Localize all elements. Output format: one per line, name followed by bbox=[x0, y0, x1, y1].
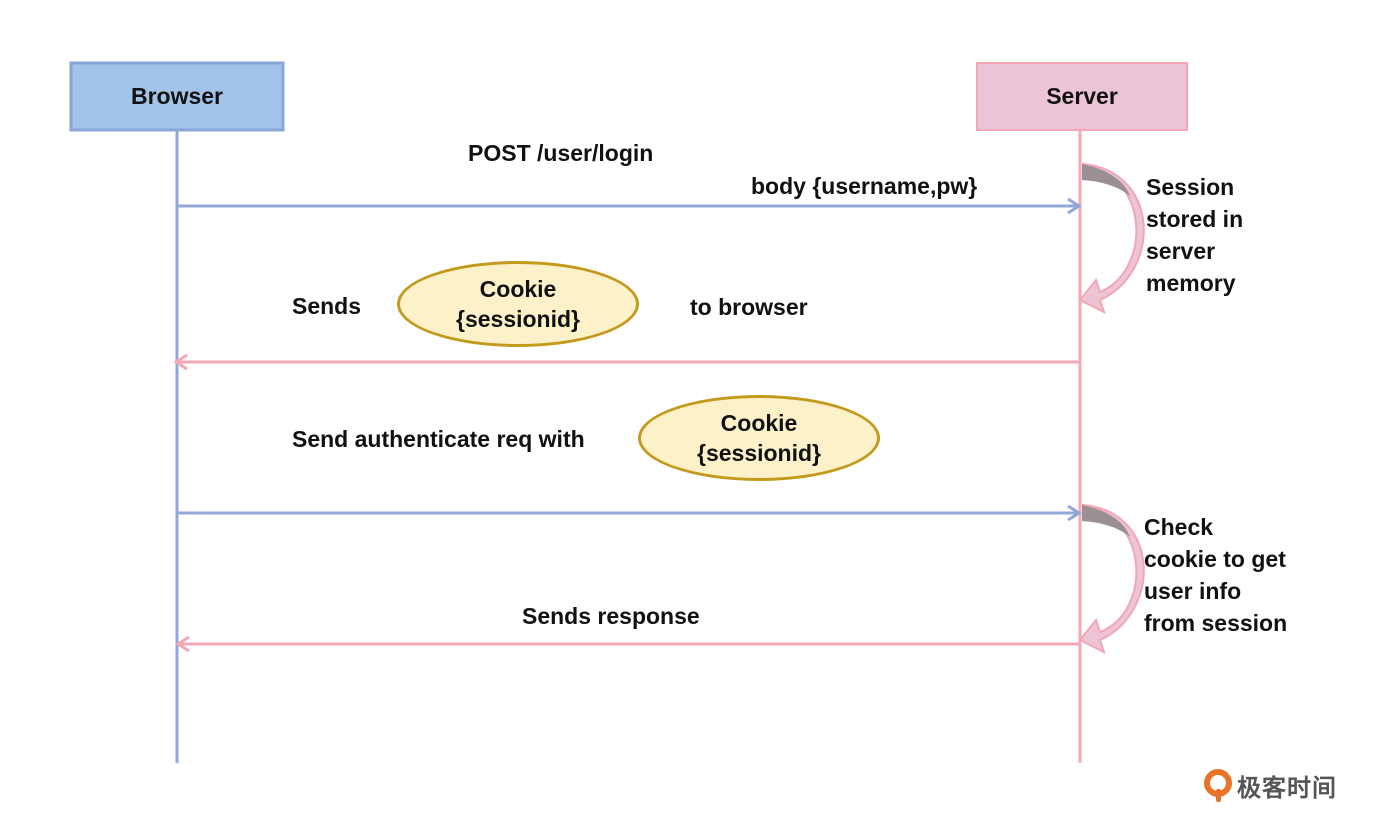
note-line: stored in bbox=[1146, 206, 1244, 232]
geektime-logo-icon bbox=[1204, 768, 1232, 802]
send-cookie-suffix-label: to browser bbox=[690, 294, 808, 320]
send-cookie-prefix-label: Sends bbox=[292, 293, 362, 319]
browser-box bbox=[69, 61, 285, 132]
browser-actor-label: Browser bbox=[130, 83, 224, 109]
note-line: server bbox=[1146, 238, 1216, 264]
note-line: Check bbox=[1144, 514, 1214, 540]
login-request-label: POST /user/login bbox=[468, 140, 654, 166]
session-stored-note: Session stored in server memory bbox=[1146, 171, 1243, 299]
check-cookie-curve-arrow bbox=[1078, 504, 1145, 654]
note-line: from session bbox=[1144, 610, 1288, 636]
server-actor-label: Server bbox=[1046, 83, 1118, 109]
response-label: Sends response bbox=[522, 603, 700, 629]
cookie-label: Cookie bbox=[479, 276, 557, 302]
response-arrow bbox=[175, 635, 1080, 653]
note-line: user info bbox=[1144, 578, 1242, 604]
brand-name: 极客时间 bbox=[1237, 774, 1337, 802]
auth-request-label: Send authenticate req with bbox=[292, 426, 585, 452]
login-request-arrow bbox=[177, 197, 1082, 215]
cookie-sessionid-label: {sessionid} bbox=[456, 306, 580, 332]
cookie-sessionid-label: {sessionid} bbox=[697, 440, 821, 466]
check-cookie-note: Check cookie to get user info from sessi… bbox=[1144, 511, 1287, 639]
note-line: Session bbox=[1146, 174, 1235, 200]
cookie-ellipse-1: Cookie {sessionid} bbox=[397, 261, 639, 347]
send-cookie-arrow bbox=[173, 353, 1080, 371]
login-request-body-label: body {username,pw} bbox=[751, 173, 978, 199]
auth-request-arrow bbox=[177, 504, 1082, 522]
note-line: cookie to get bbox=[1144, 546, 1286, 572]
cookie-label: Cookie bbox=[720, 410, 798, 436]
session-store-curve-arrow bbox=[1078, 163, 1145, 314]
cookie-ellipse-2: Cookie {sessionid} bbox=[638, 395, 880, 481]
note-line: memory bbox=[1146, 270, 1236, 296]
brand-watermark: 极客时间 bbox=[1203, 768, 1337, 803]
server-box bbox=[976, 62, 1188, 131]
